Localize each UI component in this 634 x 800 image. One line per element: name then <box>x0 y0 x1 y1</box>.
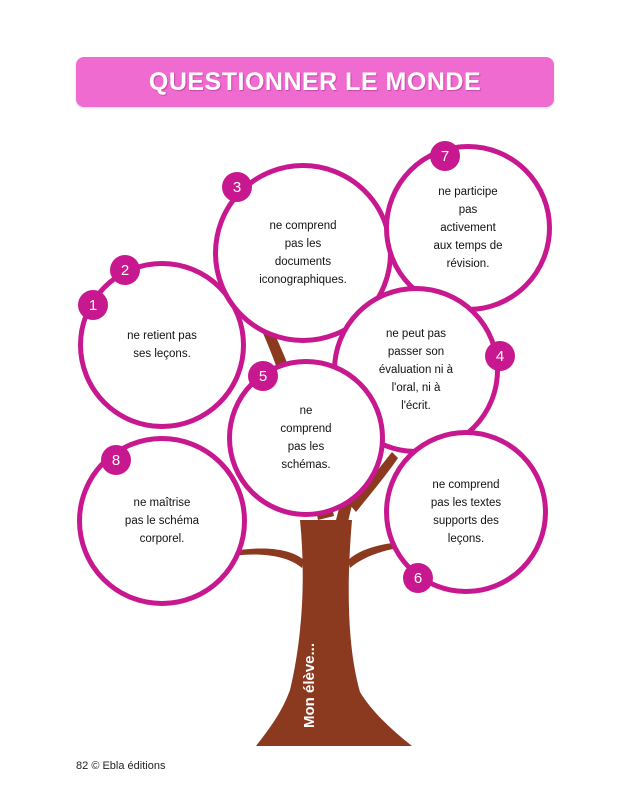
badge-1: 1 <box>78 290 108 320</box>
page-title: QUESTIONNER LE MONDE <box>148 67 482 96</box>
badge-8: 8 <box>101 445 131 475</box>
badge-7: 7 <box>430 141 460 171</box>
page-number: 82 <box>76 760 89 772</box>
bubble-5-text: ne comprend pas les schémas. <box>280 405 332 471</box>
footer-credit: © Ebla éditions <box>91 760 166 772</box>
badge-4: 4 <box>485 341 515 371</box>
badge-6: 6 <box>403 563 433 593</box>
badge-5: 5 <box>248 361 278 391</box>
page-footer: 82 © Ebla éditions <box>76 760 165 772</box>
bubble-6-text: ne comprend pas les textes supports des … <box>430 479 502 545</box>
title-banner: QUESTIONNER LE MONDE <box>76 57 554 107</box>
badge-3: 3 <box>222 172 252 202</box>
badge-2: 2 <box>110 255 140 285</box>
bubble-1-text: ne retient pas ses leçons. <box>127 330 197 360</box>
bubble-8-text: ne maîtrise pas le schéma corporel. <box>124 497 200 545</box>
tree-trunk-label: Mon élève... <box>280 640 340 730</box>
bubble-3-text: ne comprend pas les documents iconograph… <box>259 220 347 286</box>
bubble-7-text: ne participe pas activement aux temps de… <box>433 186 503 270</box>
bubble-7: ne participe pas activement aux temps de… <box>384 144 552 312</box>
bubble-1: ne retient pas ses leçons. <box>78 261 246 429</box>
mon-eleve-label: Mon élève... <box>301 642 319 728</box>
bubble-4-text: ne peut pas passer son évaluation ni à l… <box>378 328 454 412</box>
